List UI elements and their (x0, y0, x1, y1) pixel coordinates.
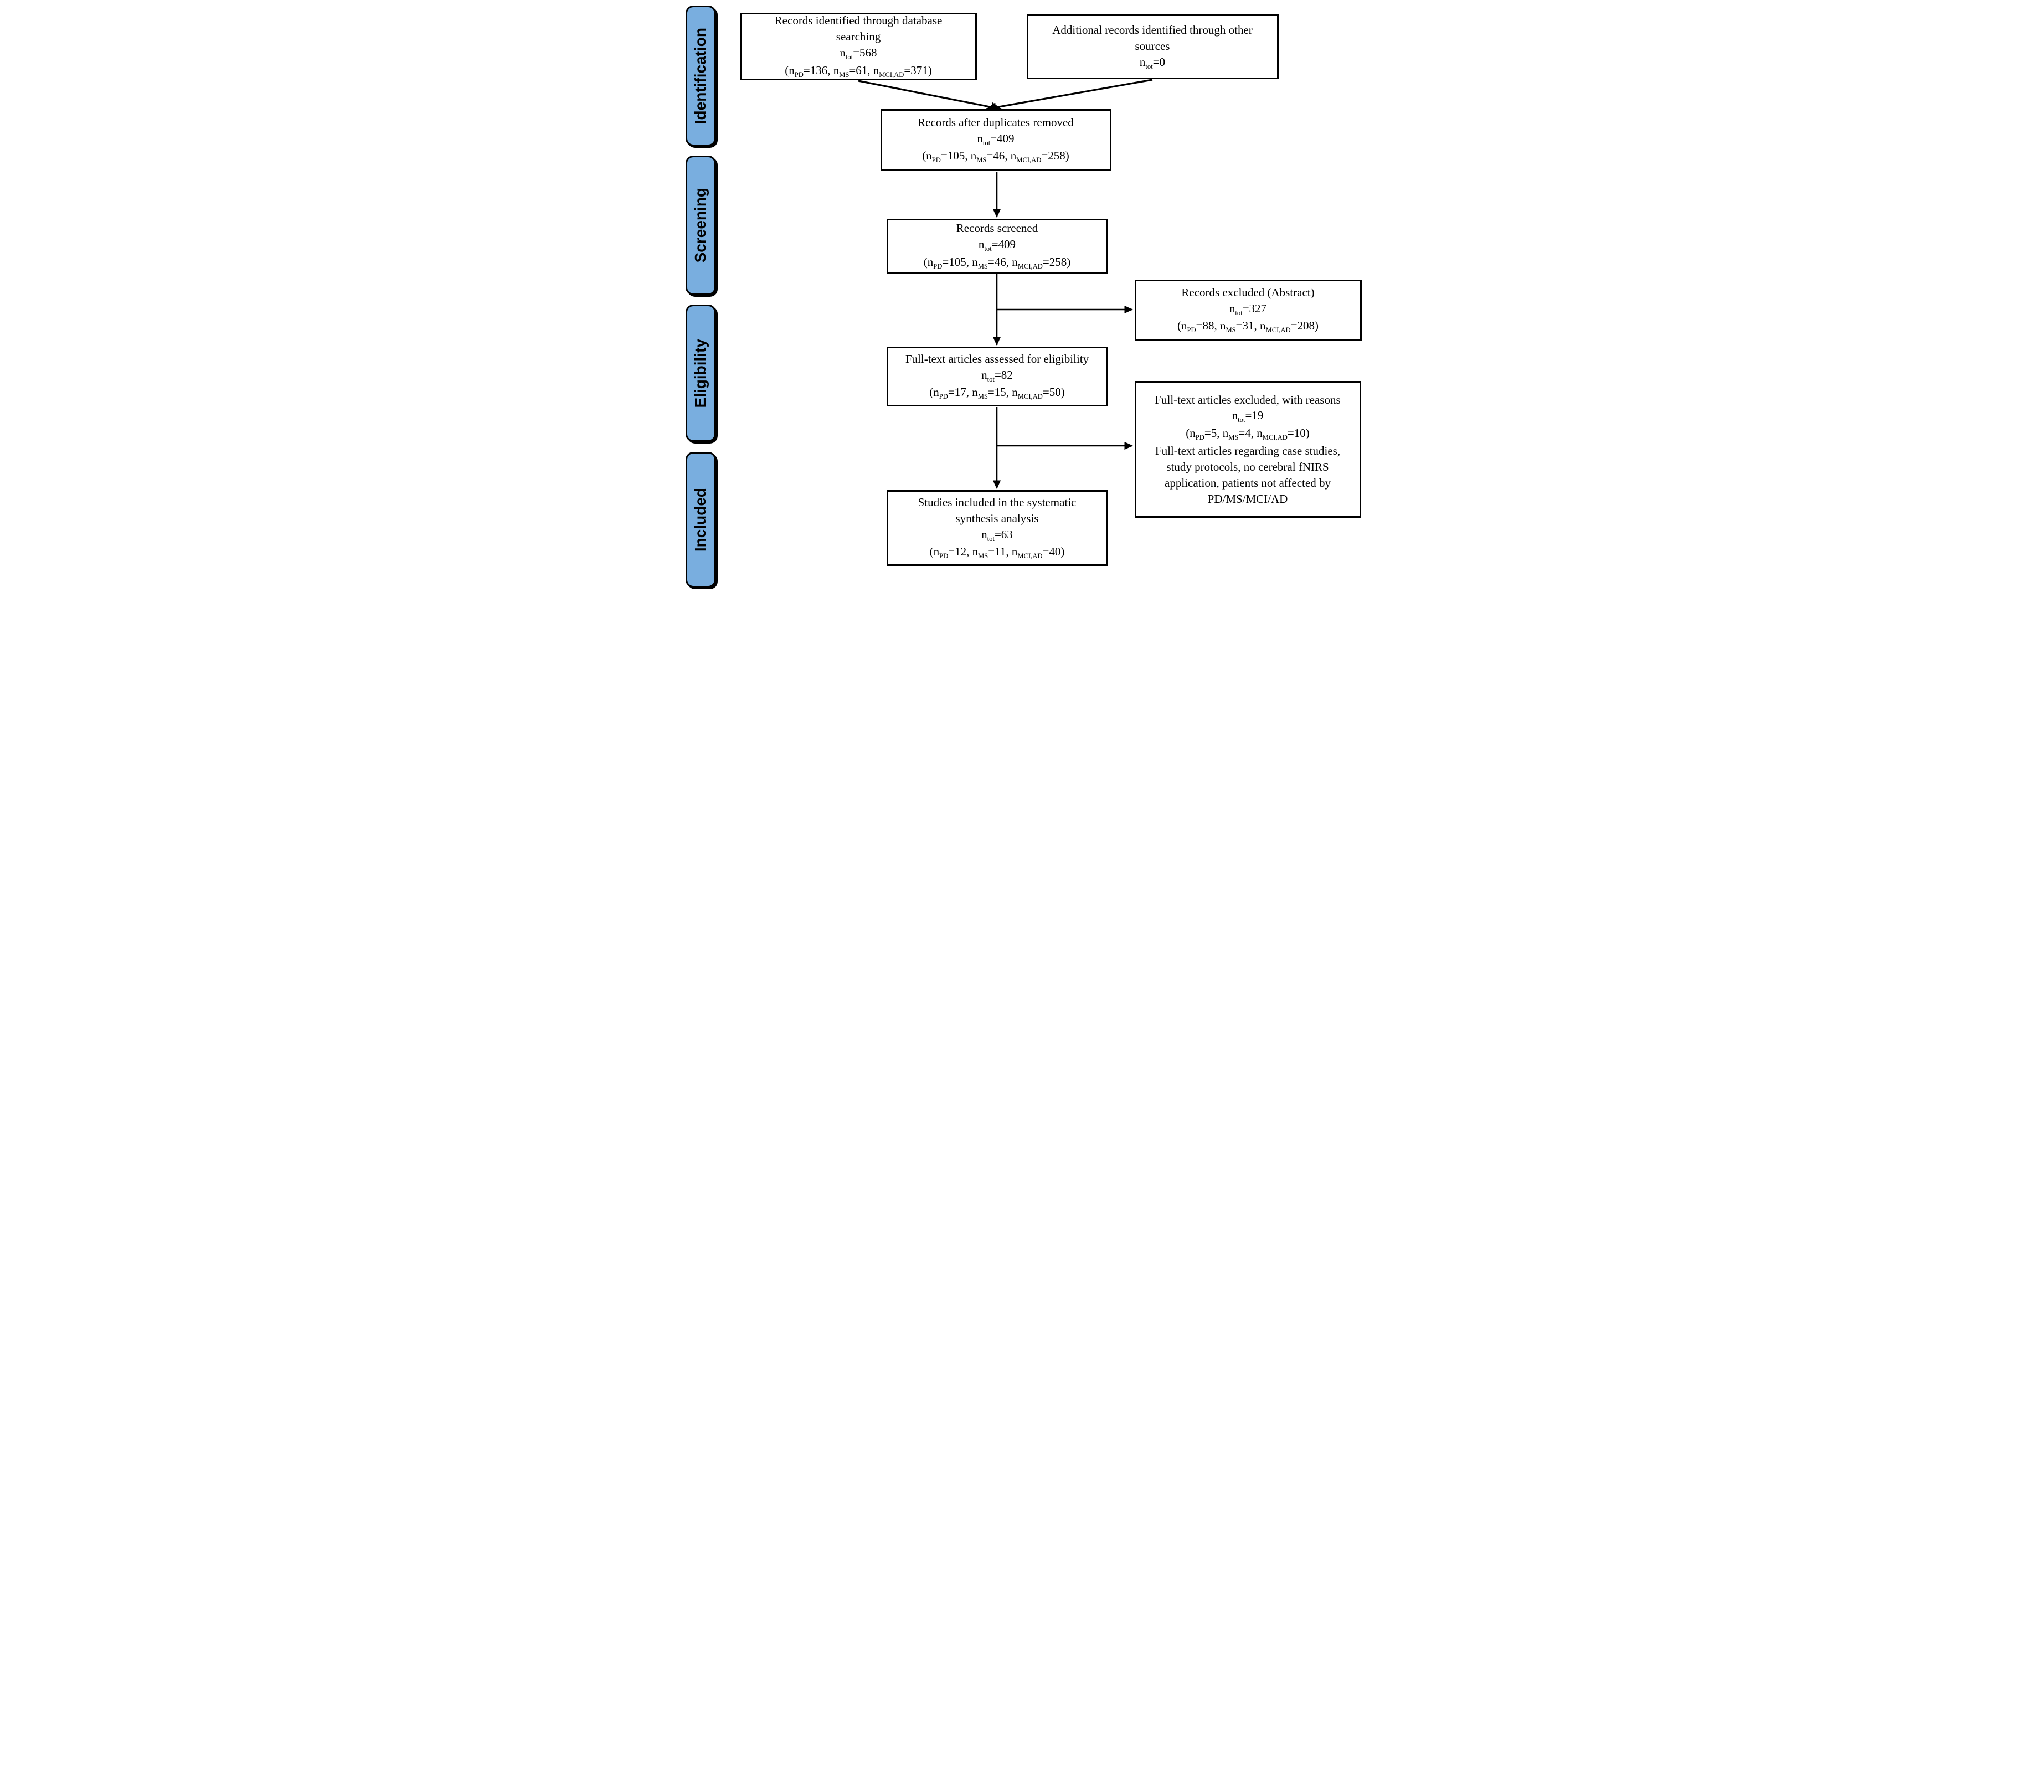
box-text-line: (nPD=12, nMS=11, nMCI,AD=40) (929, 545, 1065, 560)
box-text-line: synthesis analysis (955, 511, 1039, 525)
box-text-line: ntot=82 (981, 368, 1013, 384)
box-text-line: (nPD=105, nMS=46, nMCI,AD=258) (922, 149, 1069, 164)
box-text-line: searching (836, 30, 881, 44)
box-text-line: ntot=409 (978, 238, 1016, 253)
stage-label-text: Eligibility (692, 338, 709, 408)
box-text-line: Records identified through database (774, 14, 943, 28)
box-text-line: Records excluded (Abstract) (1181, 285, 1315, 299)
box-text-line: sources (1135, 39, 1170, 53)
box-text-line: application, patients not affected by (1165, 476, 1331, 490)
box-studies-included: Studies included in the systematic synthe… (886, 490, 1108, 566)
box-text-line: (nPD=105, nMS=46, nMCI,AD=258) (923, 255, 1071, 271)
arrow-identified-to-duplicates (858, 80, 1002, 112)
stage-label-text: Included (692, 487, 709, 552)
stage-label-text: Identification (692, 27, 709, 125)
arrow-additional-to-duplicates (985, 79, 1152, 112)
box-records-after-duplicates: Records after duplicates removed ntot=409… (880, 109, 1111, 171)
stage-label-eligibility: Eligibility (685, 305, 716, 442)
stage-label-text: Screening (692, 188, 709, 263)
box-text-line: (nPD=136, nMS=61, nMCI,AD=371) (785, 63, 932, 79)
box-text-line: Full-text articles assessed for eligibil… (905, 352, 1089, 365)
box-text-line: PD/MS/MCI/AD (1207, 492, 1288, 506)
box-text-line: Full-text articles excluded, with reason… (1155, 393, 1341, 406)
box-fulltext-excluded: Full-text articles excluded, with reason… (1134, 381, 1361, 518)
box-text-line: ntot=63 (981, 527, 1013, 543)
stage-label-screening: Screening (685, 156, 716, 295)
box-fulltext-assessed: Full-text articles assessed for eligibil… (886, 347, 1108, 406)
box-records-screened: Records screened ntot=409 (nPD=105, nMS=46… (886, 219, 1108, 274)
box-text-line: (nPD=88, nMS=31, nMCI,AD=208) (1177, 319, 1319, 334)
box-additional-records: Additional records identified through ot… (1026, 14, 1279, 79)
box-text-line: study protocols, no cerebral fNIRS (1166, 460, 1329, 473)
stage-label-identification: Identification (685, 6, 716, 146)
box-text-line: Additional records identified through ot… (1052, 23, 1253, 37)
box-text-line: ntot=409 (977, 131, 1015, 147)
stage-label-included: Included (685, 452, 716, 588)
box-text-line: ntot=0 (1139, 55, 1166, 70)
box-records-identified: Records identified through database searc… (740, 13, 977, 80)
box-text-line: ntot=568 (840, 46, 877, 61)
box-text-line: ntot=19 (1232, 409, 1264, 424)
box-records-excluded-abstract: Records excluded (Abstract) ntot=327 (nPD=… (1134, 280, 1362, 341)
box-text-line: (nPD=17, nMS=15, nMCI,AD=50) (929, 385, 1065, 401)
box-text-line: ntot=327 (1229, 301, 1267, 317)
box-text-line: Studies included in the systematic (918, 495, 1077, 509)
prisma-flow-diagram: Identification Screening Eligibility Inc… (681, 0, 1363, 598)
box-text-line: Records screened (956, 222, 1038, 235)
box-text-line: Full-text articles regarding case studie… (1155, 444, 1341, 457)
box-text-line: Records after duplicates removed (918, 115, 1074, 129)
flow-arrows (858, 79, 1152, 490)
box-text-line: (nPD=5, nMS=4, nMCI,AD=10) (1186, 426, 1310, 442)
